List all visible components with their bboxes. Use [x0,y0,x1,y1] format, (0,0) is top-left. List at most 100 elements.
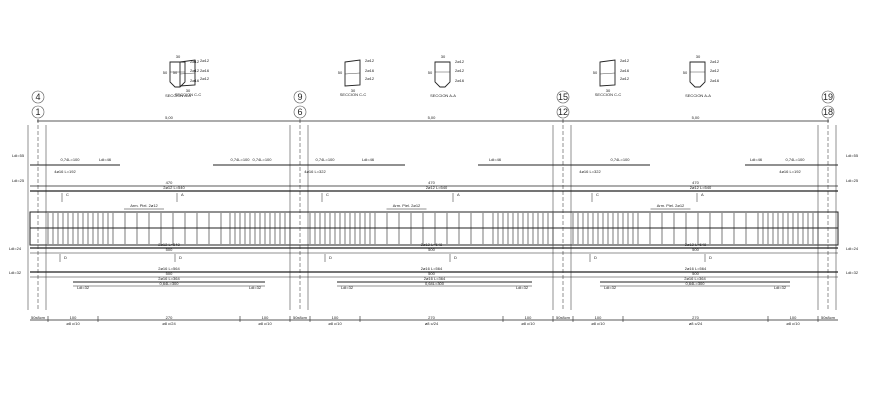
section-bar-label: 2ø12 [190,59,200,64]
anchor-length: Ldi=24 [9,246,22,251]
skin-rebar-label: Arm. Piel. 2ø12 [130,203,158,208]
rebar-dim: 500 [692,271,699,276]
section-outline [179,59,196,87]
rebar-dim: 500 [428,271,435,276]
section-width: 30 [696,54,701,59]
section-stirrup-line [599,72,616,75]
stirrup-spacing: ø8 c/10 [258,321,272,326]
grid-bubble-bottom [821,105,835,119]
grid-axis-label: 15 [558,92,568,102]
section-bar-label: 2ø12 [620,58,630,63]
grid-bubble-bottom [556,105,570,119]
section-label: SECCION A-A [165,93,191,98]
section-label: SECCION C-C [175,92,202,97]
rebar-length: 0,74L=100 [230,157,250,162]
anchor-length: Ldi=32 [774,285,787,290]
section-outline [599,59,616,87]
rebar-label: 4ø16 L=192 [54,169,76,174]
section-bar-label: 2ø16 [190,78,200,83]
grid-axis-label: 19 [823,92,833,102]
skin-rebar-label: Arm. Piel. 2ø12 [657,203,685,208]
rebar-length: 0,74L=100 [60,157,80,162]
section-width: 30 [441,54,446,59]
section-outline [169,61,186,88]
section-mark-label: D [594,255,597,260]
anchor-length: Ldi=32 [604,285,617,290]
rebar-length: 0,74L=100 [252,157,272,162]
section-width: 30 [351,88,356,93]
anchor-length: Ldi=32 [341,285,354,290]
section-bar-label: 2ø12 [620,76,630,81]
support-label: 50x8cm [821,315,836,320]
stirrup-zone-dim: 100 [262,315,269,320]
stirrup-zone-dim: 100 [70,315,77,320]
section-mark-label: A [457,192,460,197]
span-length: 5,00 [692,115,701,120]
stirrup-spacing: ø8 c/10 [66,321,80,326]
anchor-length: Ldi=25 [12,178,25,183]
rebar-label: 4ø16 L=322 [579,169,601,174]
stirrup-spacing: ø8 c/10 [521,321,535,326]
grid-bubble-bottom [31,105,45,119]
section-label: SECCION C-C [595,92,622,97]
rebar-length: 0,74L=100 [315,157,335,162]
section-mark-label: D [709,255,712,260]
section-width: 30 [176,54,181,59]
section-mark-label: A [701,192,704,197]
grid-bubble-top [31,90,45,104]
stirrup-zone-dim: 270 [166,315,173,320]
section-outline [689,61,706,88]
rebar-label: 4ø16 L=322 [304,169,326,174]
skin-rebar-label: Arm. Piel. 2ø12 [393,203,421,208]
section-label: SECCION C-C [340,92,367,97]
grid-axis-label: 9 [297,92,302,102]
section-bar-label: 2ø12 [200,76,210,81]
rebar-dim: 500 [166,271,173,276]
rebar-dim: 470 [166,180,173,185]
rebar-dim: 500 [428,247,435,252]
grid-axis-label: 12 [558,107,568,117]
stirrup-zone-dim: 100 [332,315,339,320]
section-width: 30 [186,88,191,93]
span-length: 5,00 [428,115,437,120]
section-bar-label: 2ø12 [200,58,210,63]
rebar-length: 0,74L=100 [785,157,805,162]
grid-bubble-top [293,90,307,104]
rebar-length: 0,64L=300 [159,281,179,286]
rebar-dim: 500 [166,247,173,252]
stirrup-zone-dim: 100 [525,315,532,320]
stirrup-spacing: ø8 c/10 [328,321,342,326]
section-bar-label: 2ø16 [455,78,465,83]
rebar-label: 2ø16 L=564 [158,266,180,271]
section-height: 50 [683,70,688,75]
section-height: 50 [163,70,168,75]
rebar-label: 2ø12 L=548 [158,242,180,247]
anchor-length: Ldi=46 [489,157,502,162]
rebar-label: 4ø16 L=192 [779,169,801,174]
rebar-length: 0,64L=300 [685,281,705,286]
anchor-length: Ldi=55 [12,153,25,158]
section-height: 50 [338,70,343,75]
support-label: 50x8cm [293,315,308,320]
rebar-label: 2ø16 L=364 [424,276,446,281]
rebar-label: 2ø12 L=548 [421,242,443,247]
section-bar-label: 2ø12 [190,68,200,73]
section-mark-label: D [454,255,457,260]
section-height: 50 [173,70,178,75]
anchor-length: Ldi=25 [846,178,859,183]
grid-bubble-top [821,90,835,104]
section-stirrup-line [344,72,361,75]
section-height: 50 [428,70,433,75]
rebar-label: 2ø16 L=364 [158,276,180,281]
stirrup-zone-dim: 100 [790,315,797,320]
anchor-length: Ldi=46 [99,157,112,162]
rebar-label: 2ø12 L=548 [685,242,707,247]
rebar-label: 2ø12 L=540 [690,185,712,190]
anchor-length: Ldi=46 [362,157,375,162]
grid-axis-label: 1 [35,107,40,117]
section-mark-label: D [179,255,182,260]
section-stirrup-line [179,72,196,75]
rebar-label: 2ø16 L=564 [685,266,707,271]
grid-axis-label: 4 [35,92,40,102]
